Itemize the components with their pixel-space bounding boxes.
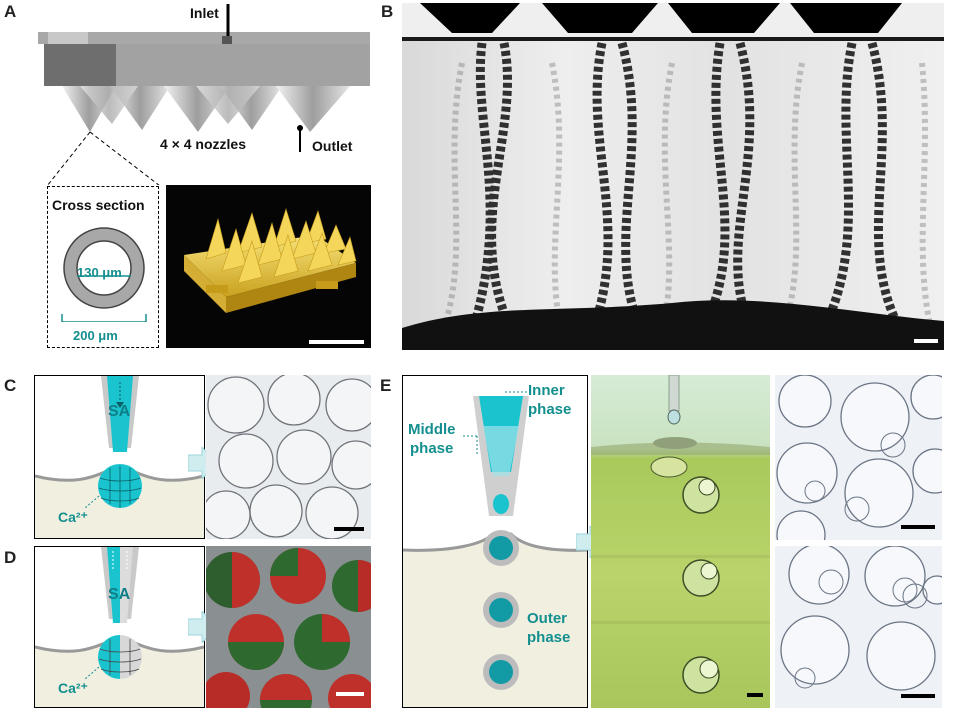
inlet-label: Inlet [190,5,219,21]
janus-microbeads-fluorescence-photo [206,546,371,708]
janus-droplet-diagram [34,546,205,708]
panel-c-letter: C [4,376,17,395]
inner-phase-line2: phase [528,401,572,418]
nozzles-label: 4 × 4 nozzles [160,136,246,152]
sa-label-c: SA [108,403,131,420]
panel-a-letter: A [4,2,17,21]
middle-phase-line2: phase [410,440,454,457]
double-emulsion-microcapsules-photo-g [775,546,942,708]
nozzle-cross-section-icon [61,227,147,322]
nozzle-cones [62,86,350,132]
panel-d-letter: D [4,548,17,567]
cross-section-title: Cross section [52,197,145,213]
outer-phase-line1: Outer [527,610,568,627]
droplet-streams-photo [402,3,944,350]
double-emulsion-microcapsules-photo-f [775,375,942,540]
double-emulsion-diagram [402,375,588,708]
sa-droplet-diagram [34,375,205,539]
printed-device-photo [166,185,371,348]
scale-bar [309,340,364,344]
nozzle-device-diagram [38,4,370,185]
panel-b-letter: B [381,2,394,21]
inner-phase-label: Inner phase [528,381,571,419]
middle-phase-line1: Middle [408,421,456,438]
middle-phase-label: Middle phase [408,420,456,458]
inner-diameter-label: 130 μm [77,265,122,280]
outer-diameter-label: 200 μm [73,328,118,343]
outer-phase-label: Outer phase [527,609,570,647]
cross-section-box [47,186,159,348]
alginate-microbeads-photo [206,375,371,539]
outer-phase-line2: phase [527,629,571,646]
calcium-label-d: Ca²⁺ [58,680,88,696]
panel-e-letter: E [380,376,392,395]
inner-phase-line1: Inner [528,382,565,399]
outlet-label: Outlet [312,138,353,154]
calcium-label-c: Ca²⁺ [58,509,88,525]
double-emulsion-generation-photo [591,375,770,708]
sa-label-d: SA [108,586,131,603]
